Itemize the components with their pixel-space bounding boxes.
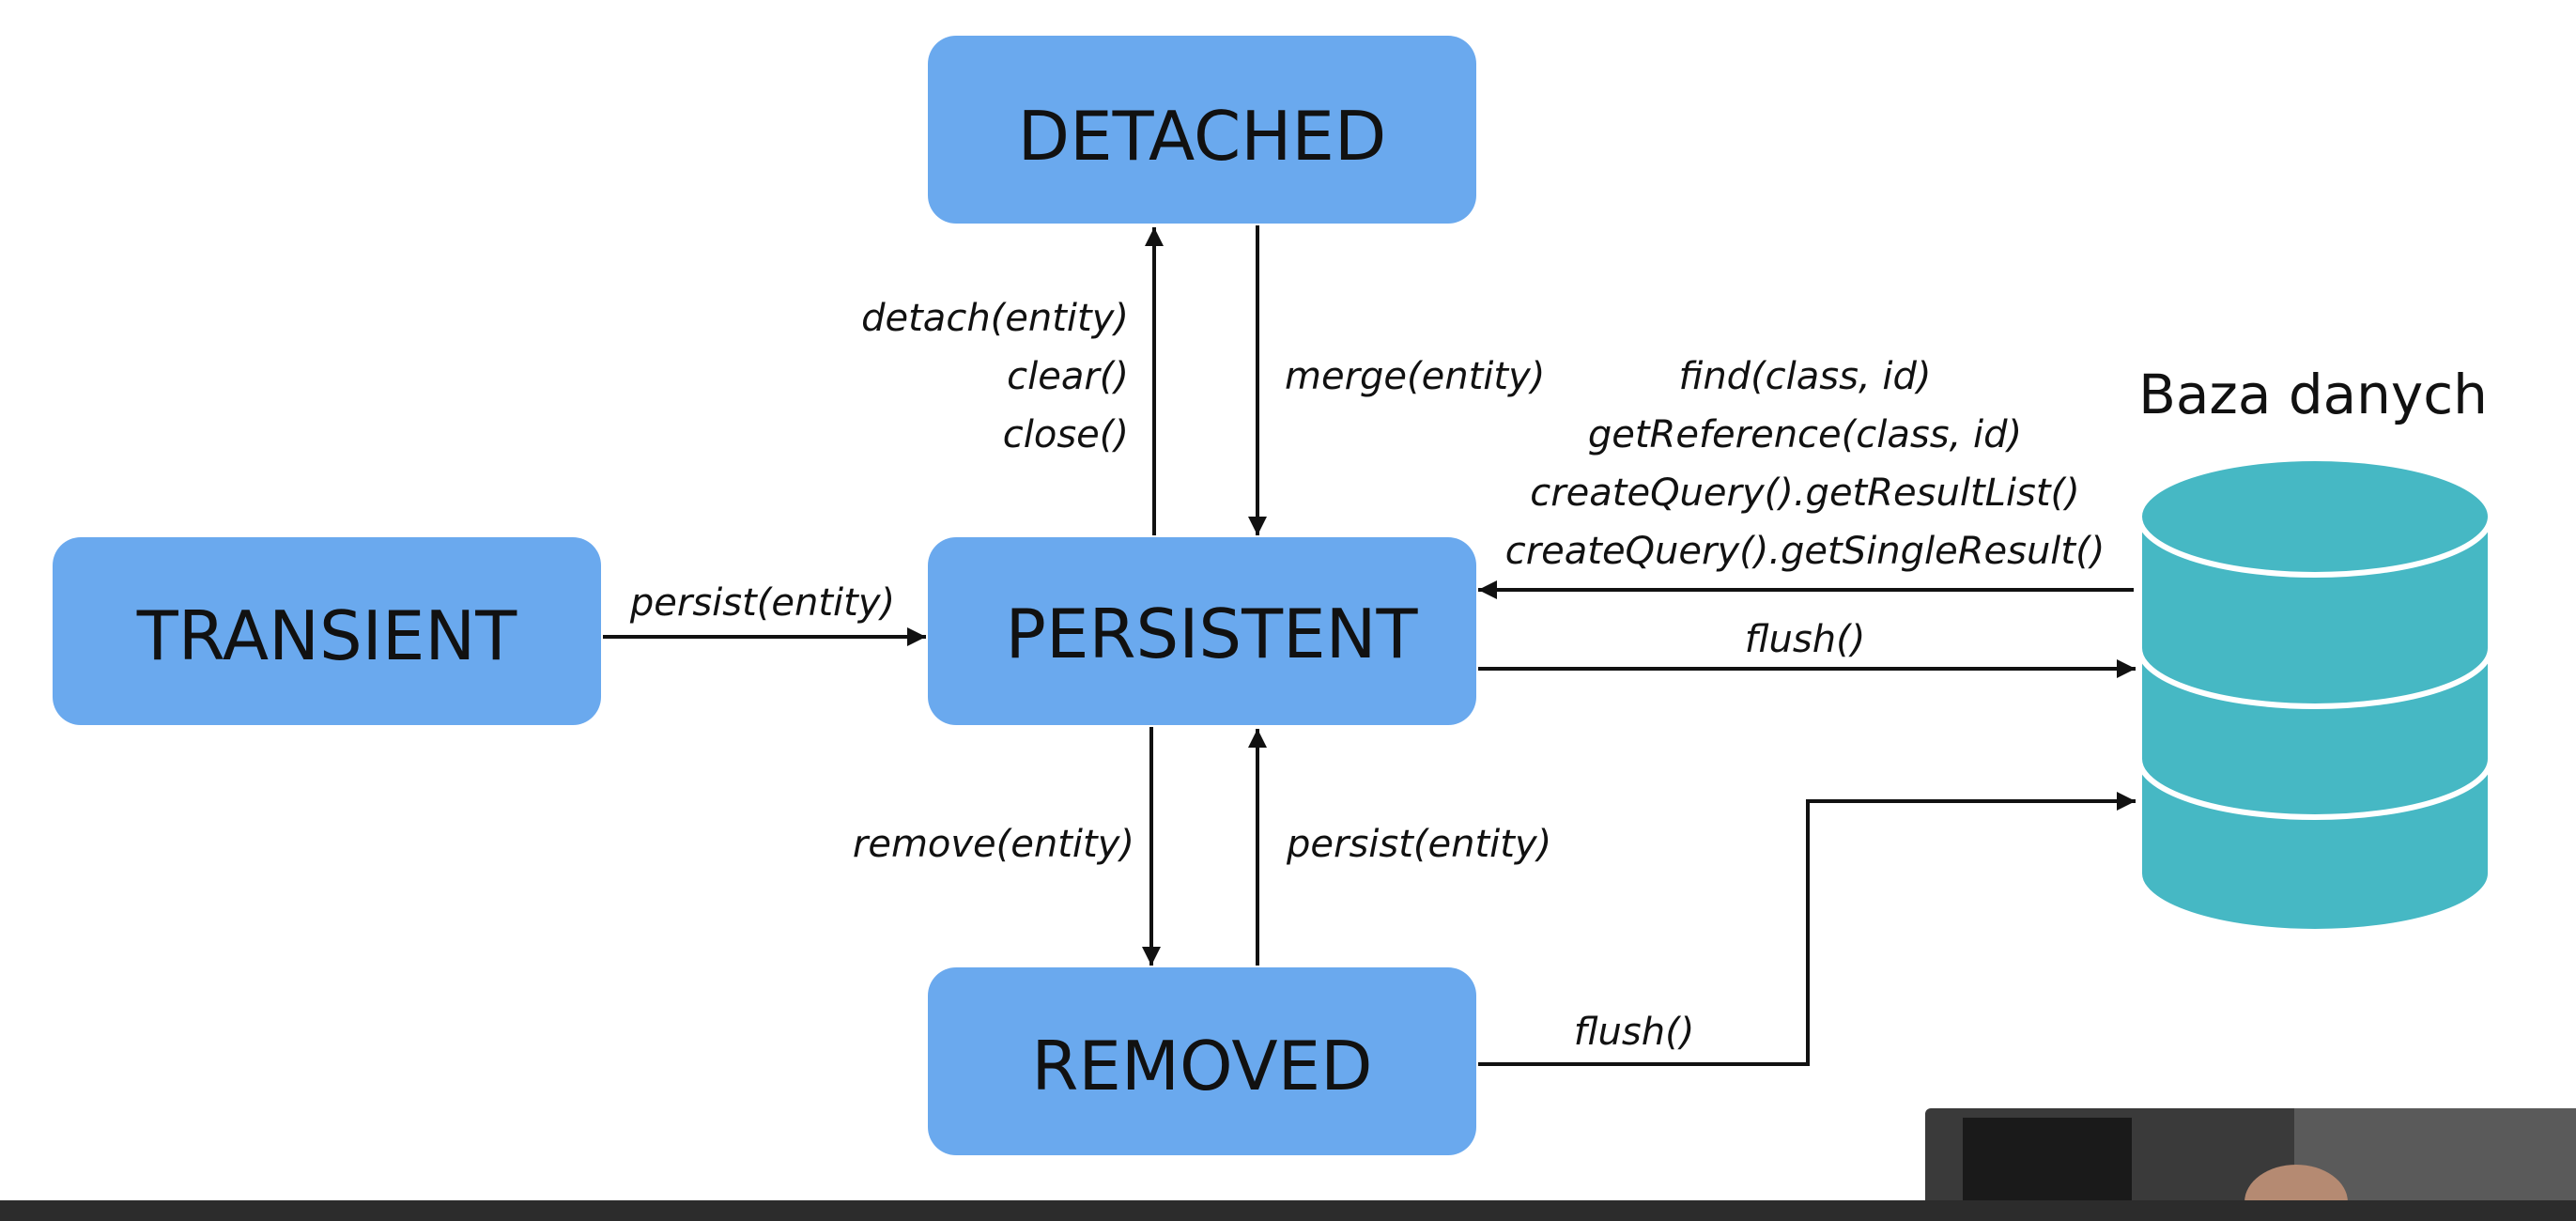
state-detached-label: DETACHED	[1018, 97, 1387, 176]
label-flush-persistent: flush()	[1745, 618, 1866, 661]
label-flush-removed: flush()	[1574, 1011, 1695, 1054]
label-removed-persist: persist(entity)	[1286, 823, 1551, 866]
state-transient-label: TRANSIENT	[136, 596, 517, 675]
label-get-result-list: createQuery().getResultList()	[1530, 471, 2080, 515]
arrow-removed-flush-to-database	[1478, 792, 2136, 1066]
label-clear: clear()	[1007, 355, 1129, 398]
label-close: close()	[1003, 413, 1129, 456]
label-detach-entity: detach(entity)	[861, 297, 1129, 340]
database-icon	[2136, 456, 2493, 935]
state-removed-label: REMOVED	[1031, 1027, 1372, 1105]
label-remove-entity: remove(entity)	[853, 823, 1134, 866]
video-player-bar	[0, 1200, 2576, 1221]
state-transient: TRANSIENT	[53, 537, 601, 725]
label-find: find(class, id)	[1678, 355, 1931, 398]
state-persistent-label: PERSISTENT	[1006, 595, 1419, 673]
label-get-reference: getReference(class, id)	[1588, 413, 2022, 456]
state-persistent: PERSISTENT	[928, 537, 1476, 725]
state-removed: REMOVED	[928, 967, 1476, 1155]
label-transient-persist: persist(entity)	[629, 581, 895, 625]
label-get-single-result: createQuery().getSingleResult()	[1505, 530, 2106, 573]
label-merge-entity: merge(entity)	[1285, 355, 1545, 398]
database-title: Baza danych	[2138, 363, 2488, 426]
state-detached: DETACHED	[928, 36, 1476, 224]
